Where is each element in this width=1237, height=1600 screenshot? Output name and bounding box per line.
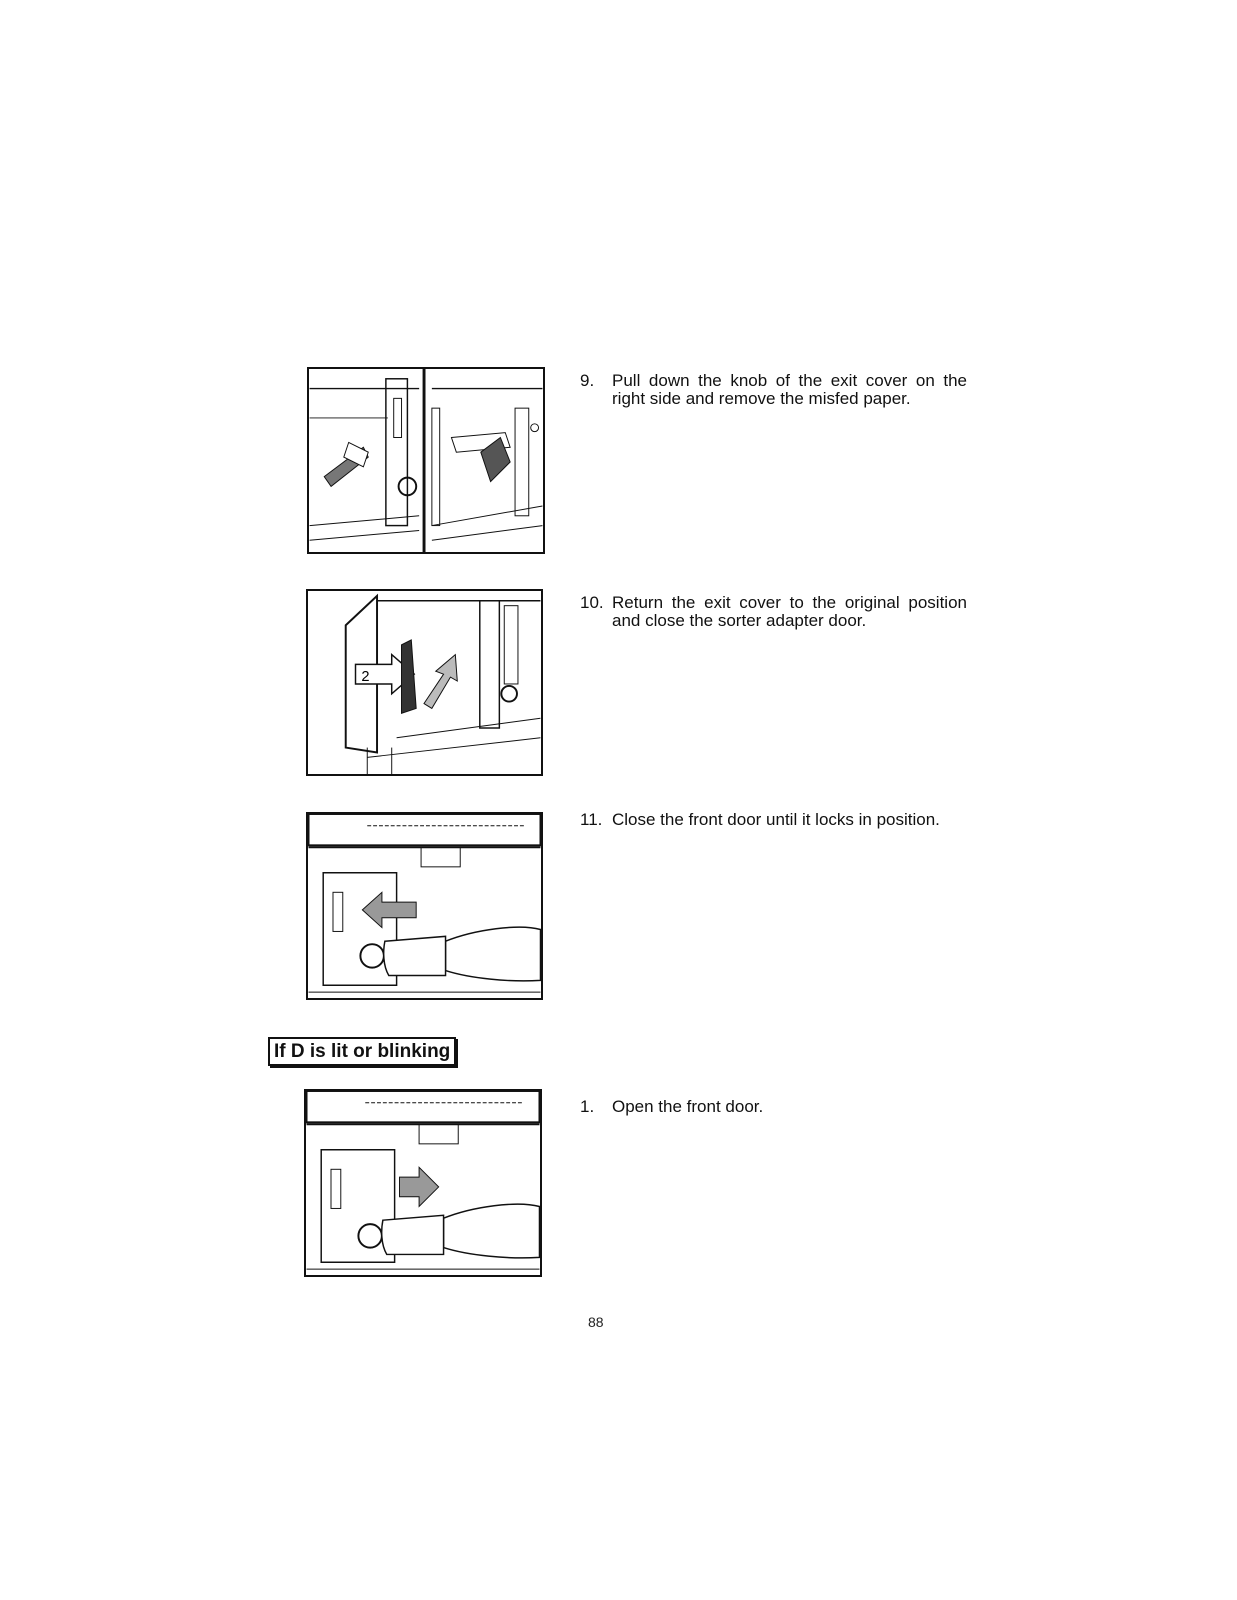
- open-front-door-illustration: [306, 1091, 540, 1270]
- section-step-1: 1. Open the front door.: [580, 1097, 967, 1116]
- step-text: Return the exit cover to the original po…: [612, 593, 967, 630]
- step-text: Close the front door until it locks in p…: [612, 810, 940, 829]
- step-number: 11.: [580, 810, 603, 829]
- step-text: Pull down the knob of the exit cover on …: [612, 371, 967, 408]
- close-front-door-illustration: [308, 814, 541, 993]
- illustration-step-9: [307, 367, 545, 554]
- step-number: 10.: [580, 593, 604, 612]
- sorter-adapter-door-illustration: 2: [344, 593, 541, 774]
- step-9: 9. Pull down the knob of the exit cover …: [580, 371, 967, 408]
- arrow-2-label: 2: [361, 669, 369, 685]
- illustration-step-10: 2: [306, 589, 543, 776]
- step-number: 9.: [580, 371, 595, 390]
- exit-cover-knob-illustration: [309, 369, 543, 552]
- section-header: If D is lit or blinking: [268, 1037, 457, 1066]
- step-11: 11. Close the front door until it locks …: [580, 810, 967, 829]
- step-text: Open the front door.: [612, 1097, 764, 1116]
- step-10: 10. Return the exit cover to the origina…: [580, 593, 967, 630]
- illustration-step-11: [306, 812, 543, 1000]
- page-number: 88: [588, 1314, 604, 1330]
- illustration-open-front-door: [304, 1089, 542, 1277]
- step-number: 1.: [580, 1097, 595, 1116]
